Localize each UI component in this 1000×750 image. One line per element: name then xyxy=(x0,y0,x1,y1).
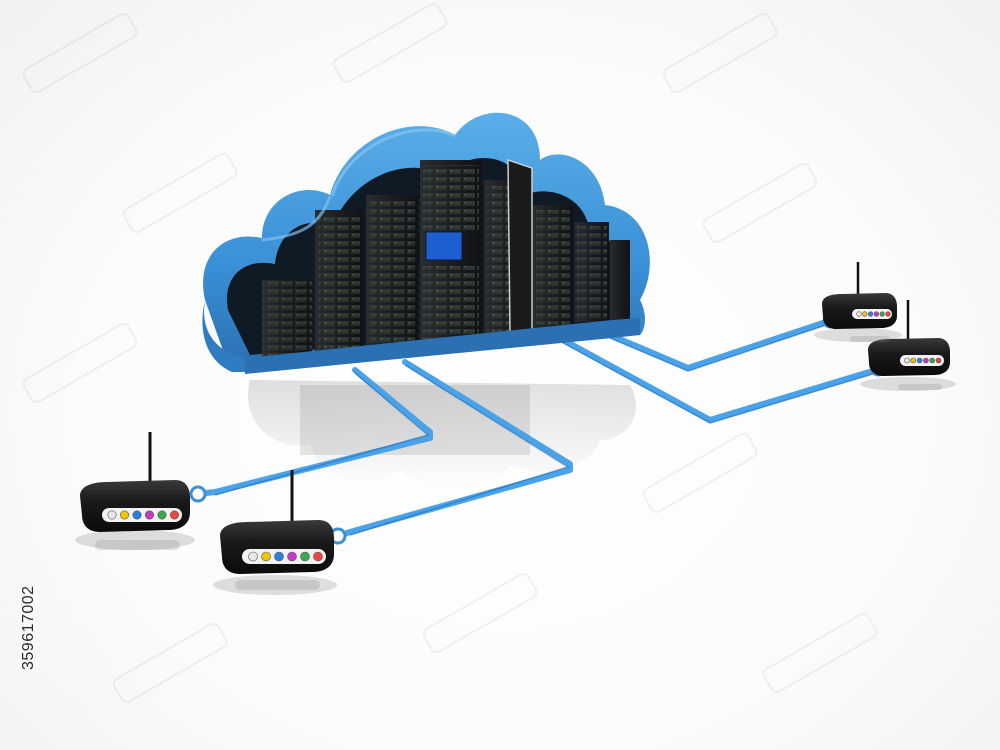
router-bottom-left-led xyxy=(107,510,117,520)
router-bottom-left xyxy=(75,432,195,550)
router-bottom-center-led xyxy=(248,551,258,562)
router-bottom-center-led xyxy=(300,551,310,562)
router-bottom-center-led xyxy=(287,551,297,562)
router-bottom-left-led xyxy=(132,510,142,520)
router-right-bottom xyxy=(860,300,956,391)
cloud-front-rim xyxy=(202,128,645,374)
cable-to-router-bottom-left xyxy=(195,367,433,497)
router-right-top-led xyxy=(885,311,891,317)
server-racks xyxy=(262,158,630,358)
router-bottom-left-led xyxy=(120,510,130,520)
router-right-top-led xyxy=(862,311,868,317)
rack-door xyxy=(507,158,533,344)
router-right-bottom-led xyxy=(904,357,910,364)
router-right-bottom-led xyxy=(923,357,929,364)
router-right-top-led xyxy=(873,311,880,317)
router-bottom-center-led xyxy=(274,551,284,562)
router-bottom-left-led xyxy=(170,510,180,520)
router-reflections xyxy=(95,336,942,590)
router-bottom-center-led xyxy=(313,551,323,562)
router-right-top-led xyxy=(856,311,862,317)
router-right-bottom-led xyxy=(910,357,917,364)
router-bottom-center-led xyxy=(261,551,271,562)
stock-image-id: 359617002 xyxy=(20,585,37,670)
router-leds xyxy=(107,311,942,562)
router-right-top xyxy=(814,262,902,342)
router-right-top-led xyxy=(879,311,885,317)
router-bottom-left-led xyxy=(157,510,167,520)
cloud-reflection xyxy=(248,380,636,491)
router-right-bottom-led xyxy=(935,357,942,364)
router-bottom-left-led xyxy=(145,510,155,520)
router-right-bottom-led xyxy=(916,357,923,364)
router-right-top-led xyxy=(867,311,874,317)
cable-to-router-right-bottom xyxy=(542,327,879,423)
blue-screen xyxy=(425,231,463,261)
router-right-bottom-led xyxy=(929,357,936,364)
